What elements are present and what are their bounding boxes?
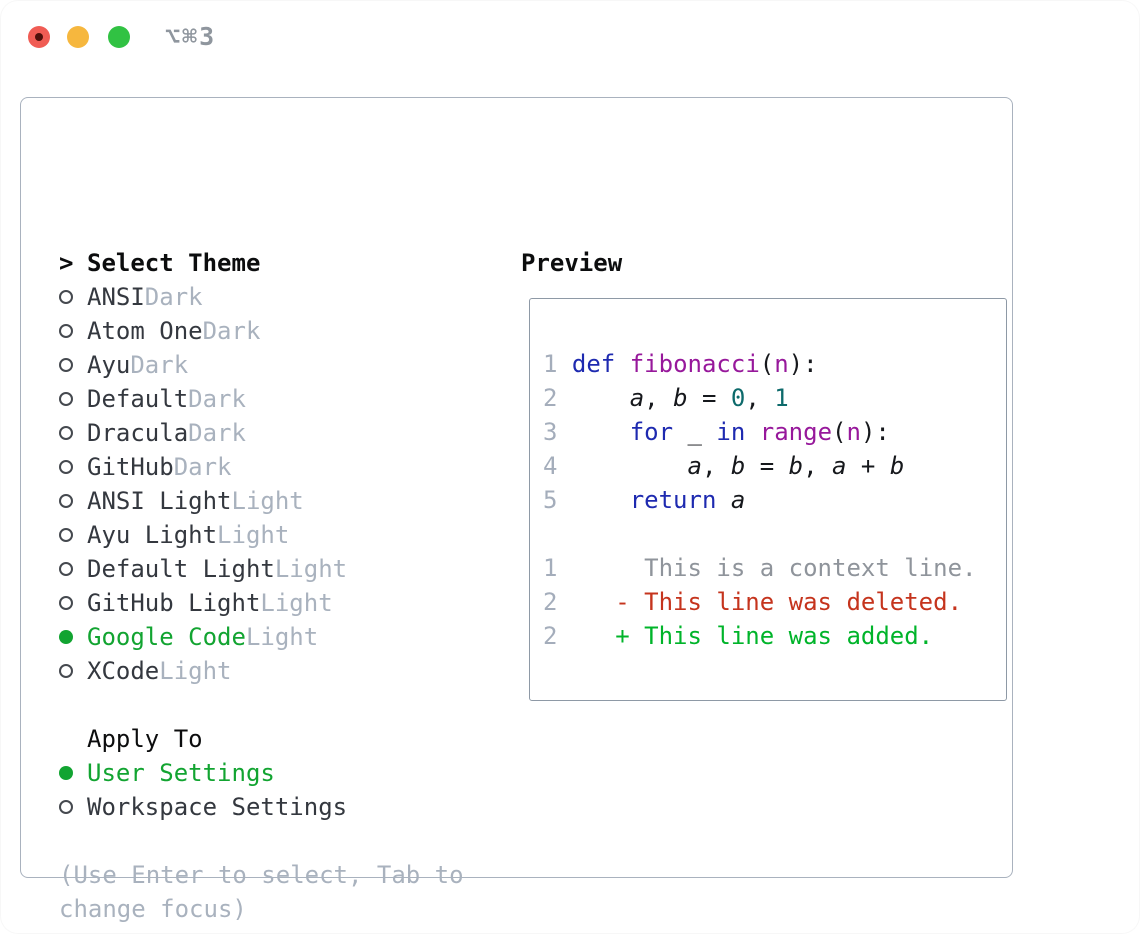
code-line bbox=[543, 313, 1006, 347]
select-theme-header: > Select Theme bbox=[59, 246, 509, 280]
theme-option-github[interactable]: GitHub Dark bbox=[59, 450, 509, 484]
radio-unselected-icon bbox=[59, 358, 73, 372]
preview-title: Preview bbox=[521, 249, 623, 277]
item-variant-label: Light bbox=[260, 589, 333, 617]
item-label: Ayu Light bbox=[87, 521, 218, 549]
item-label: Workspace Settings bbox=[87, 793, 348, 821]
apply-option-workspace-settings[interactable]: Workspace Settings bbox=[59, 790, 509, 824]
item-variant-label: Light bbox=[231, 487, 304, 515]
help-text: (Use Enter to select, Tab to change focu… bbox=[59, 861, 464, 923]
item-label: XCode bbox=[87, 657, 160, 685]
code-line: 2 - This line was deleted. bbox=[543, 588, 963, 616]
theme-option-default-light[interactable]: Default Light Light bbox=[59, 552, 509, 586]
theme-option-ansi-light[interactable]: ANSI Light Light bbox=[59, 484, 509, 518]
radio-unselected-icon bbox=[59, 290, 73, 304]
item-label: ANSI bbox=[87, 283, 145, 311]
item-variant-label: Light bbox=[159, 657, 232, 685]
item-label: Default Light bbox=[87, 555, 275, 583]
item-label: GitHub Light bbox=[87, 589, 261, 617]
zoom-button[interactable] bbox=[108, 26, 130, 48]
theme-option-ayu-light[interactable]: Ayu Light Light bbox=[59, 518, 509, 552]
focus-caret-icon: > bbox=[59, 249, 74, 277]
item-variant-label: Dark bbox=[188, 385, 246, 413]
theme-option-github-light[interactable]: GitHub Light Light bbox=[59, 586, 509, 620]
window-shortcut-label: ⌥⌘3 bbox=[165, 22, 217, 51]
radio-unselected-icon bbox=[59, 392, 73, 406]
code-preview: 1 def fibonacci(n): 2 a, b = 0, 1 3 for _ … bbox=[530, 299, 1006, 687]
theme-option-default[interactable]: Default Dark bbox=[59, 382, 509, 416]
radio-unselected-icon bbox=[59, 562, 73, 576]
item-variant-label: Light bbox=[245, 623, 319, 651]
theme-option-ayu[interactable]: Ayu Dark bbox=[59, 348, 509, 382]
item-variant-label: Dark bbox=[173, 453, 232, 481]
code-line: 1 This is a context line. bbox=[543, 554, 977, 582]
apply-to-header: Apply To bbox=[59, 722, 509, 756]
radio-unselected-icon bbox=[59, 460, 73, 474]
preview-pane: 1 def fibonacci(n): 2 a, b = 0, 1 3 for _ … bbox=[529, 298, 1007, 701]
apply-option-user-settings[interactable]: User Settings bbox=[59, 756, 509, 790]
unsaved-indicator-dot bbox=[35, 33, 43, 41]
apply-to-title: Apply To bbox=[87, 725, 203, 753]
code-line: 1 def fibonacci(n): bbox=[543, 350, 818, 378]
item-variant-label: Dark bbox=[202, 317, 261, 345]
item-label: Dracula bbox=[87, 419, 189, 447]
radio-unselected-icon bbox=[59, 324, 73, 338]
close-button[interactable] bbox=[28, 26, 50, 48]
radio-unselected-icon bbox=[59, 426, 73, 440]
item-label: Atom One bbox=[87, 317, 203, 345]
theme-option-xcode[interactable]: XCode Light bbox=[59, 654, 509, 688]
select-theme-title: Select Theme bbox=[87, 249, 261, 277]
item-label: Default bbox=[87, 385, 189, 413]
item-variant-label: Light bbox=[274, 555, 348, 583]
item-variant-label: Dark bbox=[130, 351, 189, 379]
radio-selected-icon bbox=[59, 766, 73, 780]
code-line bbox=[543, 653, 1006, 687]
code-line: 2 + This line was added. bbox=[543, 622, 934, 650]
item-label: Ayu bbox=[87, 351, 131, 379]
item-variant-label: Light bbox=[217, 521, 290, 549]
code-line: 4 a, b = b, a + b bbox=[543, 452, 905, 480]
item-label: Google Code bbox=[87, 623, 246, 651]
radio-selected-icon bbox=[59, 630, 73, 644]
code-line: 3 for _ in range(n): bbox=[543, 418, 890, 446]
minimize-button[interactable] bbox=[67, 26, 89, 48]
item-variant-label: Dark bbox=[188, 419, 246, 447]
radio-unselected-icon bbox=[59, 800, 73, 814]
code-line: 2 a, b = 0, 1 bbox=[543, 384, 789, 412]
code-line: 5 return a bbox=[543, 486, 746, 514]
item-label: GitHub bbox=[87, 453, 174, 481]
radio-unselected-icon bbox=[59, 528, 73, 542]
radio-unselected-icon bbox=[59, 494, 73, 508]
item-variant-label: Dark bbox=[144, 283, 203, 311]
item-label: User Settings bbox=[87, 759, 275, 787]
theme-option-dracula[interactable]: Dracula Dark bbox=[59, 416, 509, 450]
radio-unselected-icon bbox=[59, 664, 73, 678]
item-label: ANSI Light bbox=[87, 487, 232, 515]
theme-option-atom-one[interactable]: Atom One Dark bbox=[59, 314, 509, 348]
code-line bbox=[543, 517, 1006, 551]
radio-unselected-icon bbox=[59, 596, 73, 610]
theme-option-ansi[interactable]: ANSI Dark bbox=[59, 280, 509, 314]
theme-option-google-code[interactable]: Google Code Light bbox=[59, 620, 509, 654]
